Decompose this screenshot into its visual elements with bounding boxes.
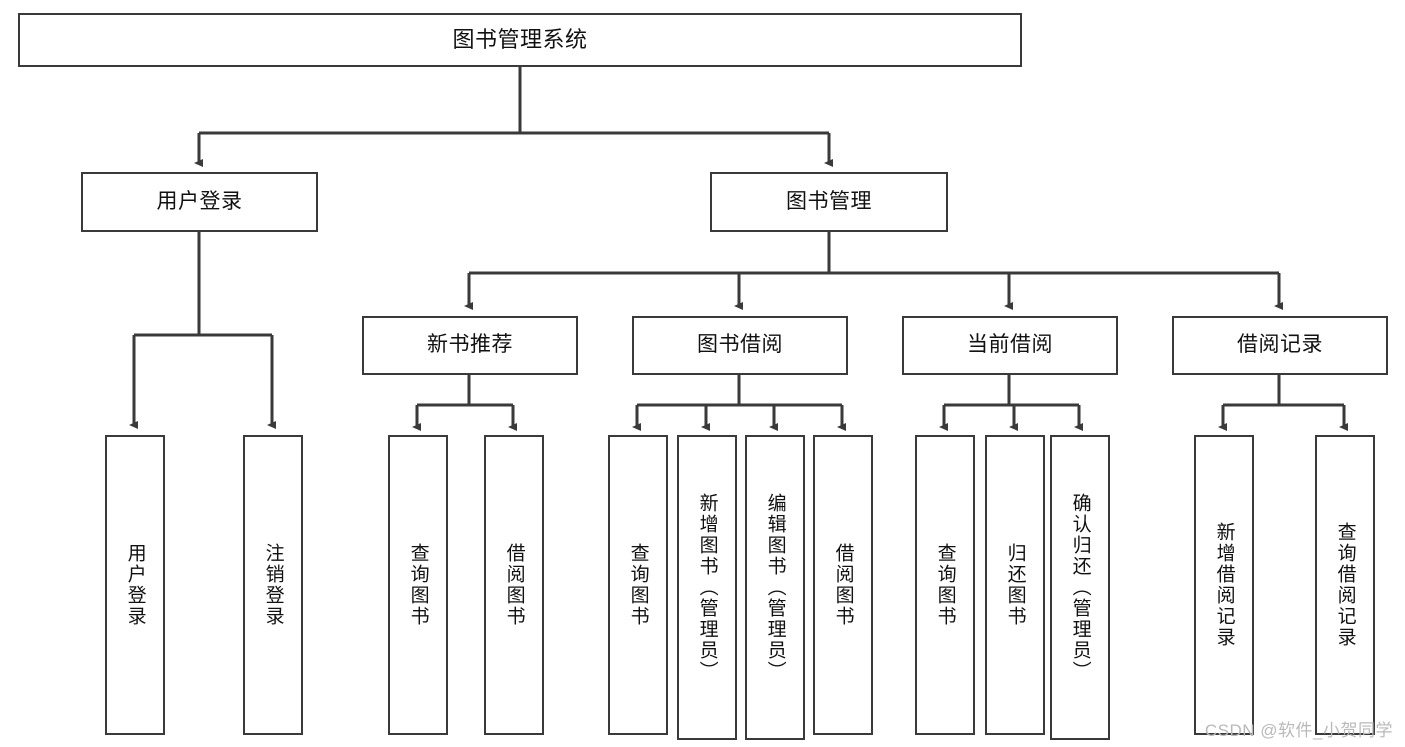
leaf-current-confirm-return[interactable]: 确认归还（管理员） (1050, 435, 1110, 740)
leaf-borrow-borrow-book[interactable]: 借阅图书 (813, 435, 873, 735)
leaf-current-query-book[interactable]: 查询图书 (915, 435, 975, 735)
node-borrow-record[interactable]: 借阅记录 (1172, 316, 1388, 375)
leaf-logout[interactable]: 注销登录 (243, 435, 303, 735)
node-current-borrow-label: 当前借阅 (967, 333, 1053, 357)
node-book-manage[interactable]: 图书管理 (710, 172, 948, 232)
node-new-book-recommend-label: 新书推荐 (427, 333, 513, 357)
node-root-system[interactable]: 图书管理系统 (18, 13, 1022, 67)
leaf-borrow-borrow-book-label: 借阅图书 (832, 543, 854, 627)
leaf-record-query-record[interactable]: 查询借阅记录 (1315, 435, 1375, 735)
leaf-borrow-add-book-label: 新增图书（管理员） (696, 493, 718, 682)
node-root-system-label: 图书管理系统 (452, 27, 588, 53)
node-borrow-record-label: 借阅记录 (1237, 333, 1323, 357)
node-book-borrow-label: 图书借阅 (697, 333, 783, 357)
leaf-recommend-borrow-book[interactable]: 借阅图书 (484, 435, 544, 735)
leaf-recommend-borrow-book-label: 借阅图书 (503, 543, 525, 627)
leaf-current-return-book-label: 归还图书 (1004, 543, 1026, 627)
leaf-current-query-book-label: 查询图书 (934, 543, 956, 627)
leaf-borrow-edit-book[interactable]: 编辑图书（管理员） (745, 435, 805, 740)
node-user-login[interactable]: 用户登录 (81, 172, 318, 232)
leaf-current-confirm-return-label: 确认归还（管理员） (1069, 493, 1091, 682)
leaf-borrow-edit-book-label: 编辑图书（管理员） (764, 493, 786, 682)
leaf-logout-label: 注销登录 (262, 543, 284, 627)
node-book-manage-label: 图书管理 (786, 189, 872, 213)
leaf-borrow-query-book-label: 查询图书 (627, 543, 649, 627)
leaf-user-login[interactable]: 用户登录 (105, 435, 165, 735)
leaf-recommend-query-book[interactable]: 查询图书 (388, 435, 448, 735)
leaf-recommend-query-book-label: 查询图书 (407, 543, 429, 627)
node-new-book-recommend[interactable]: 新书推荐 (362, 316, 578, 375)
leaf-record-query-record-label: 查询借阅记录 (1334, 522, 1356, 648)
leaf-borrow-query-book[interactable]: 查询图书 (608, 435, 668, 735)
watermark-text: CSDN @软件_小贺同学 (1204, 721, 1393, 740)
leaf-borrow-add-book[interactable]: 新增图书（管理员） (677, 435, 737, 740)
node-user-login-label: 用户登录 (156, 189, 243, 213)
node-current-borrow[interactable]: 当前借阅 (902, 316, 1118, 375)
node-book-borrow[interactable]: 图书借阅 (632, 316, 848, 375)
leaf-user-login-label: 用户登录 (124, 543, 146, 627)
leaf-record-add-record[interactable]: 新增借阅记录 (1194, 435, 1254, 735)
leaf-current-return-book[interactable]: 归还图书 (985, 435, 1045, 735)
leaf-record-add-record-label: 新增借阅记录 (1213, 522, 1235, 648)
